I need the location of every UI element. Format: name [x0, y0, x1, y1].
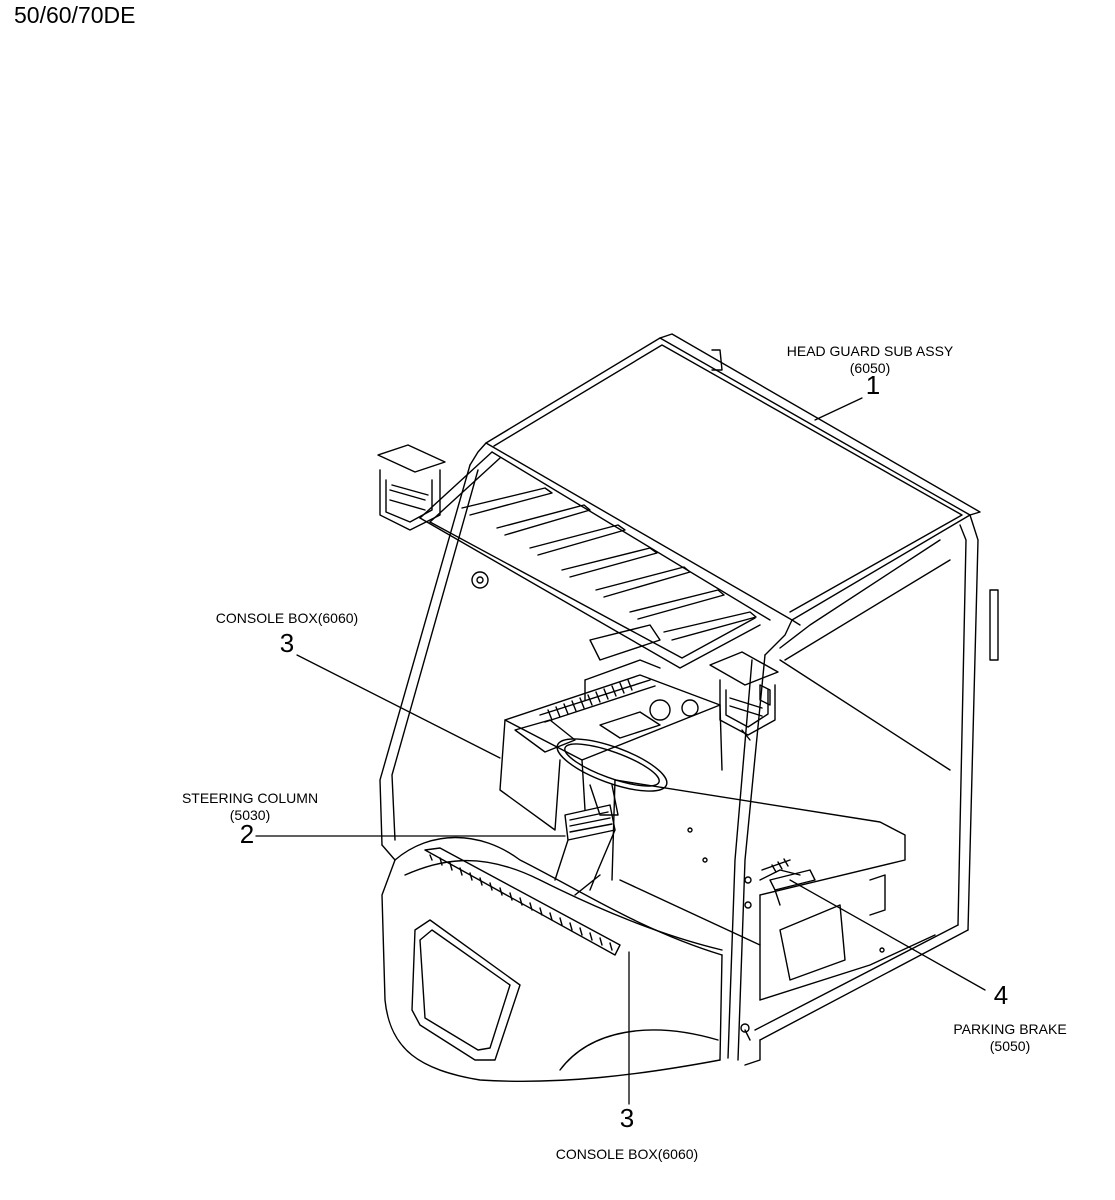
callout-parking-brake-name: PARKING BRAKE: [953, 1021, 1067, 1037]
callout-console-box-upper: CONSOLE BOX(6060) 3: [187, 610, 387, 657]
rear-frame: [712, 350, 998, 1040]
leader-console-box-upper: [297, 655, 500, 758]
callout-console-box-upper-number: 3: [279, 628, 295, 658]
left-light-bracket: [378, 445, 488, 588]
leader-parking-brake: [790, 880, 985, 990]
model-title: 50/60/70DE: [14, 2, 136, 28]
front-console-body: [382, 838, 722, 1082]
leader-head-guard: [815, 398, 862, 420]
floor-frame: [741, 877, 760, 1065]
callout-console-box-lower: 3 CONSOLE BOX(6060): [527, 1104, 727, 1163]
callout-console-box-lower-name: CONSOLE BOX(6060): [555, 1146, 699, 1162]
steering-assembly: [551, 728, 672, 895]
leader-lines: [256, 398, 985, 1104]
callout-parking-brake: 4 PARKING BRAKE (5050): [910, 981, 1110, 1055]
roof-grille: [420, 452, 770, 668]
callout-head-guard: HEAD GUARD SUB ASSY (6050) 1: [760, 343, 980, 399]
callout-head-guard-number: 1: [865, 370, 881, 400]
dashboard: [500, 625, 722, 830]
callout-steering-column-name: STEERING COLUMN: [181, 790, 319, 806]
callout-parking-brake-code: (5050): [989, 1038, 1031, 1054]
callout-head-guard-code: (6050): [849, 360, 891, 376]
callout-steering-column: STEERING COLUMN (5030) 2: [150, 790, 350, 848]
callout-console-box-lower-number: 3: [619, 1103, 635, 1133]
parking-brake-lever: [762, 859, 815, 905]
front-pillars: [380, 465, 765, 1060]
callout-steering-column-number: 2: [239, 819, 255, 849]
cowl-vent-grille: [425, 848, 620, 955]
seat-base: [612, 780, 935, 1000]
callout-steering-column-code: (5030): [229, 807, 271, 823]
callout-console-box-upper-name: CONSOLE BOX(6060): [215, 610, 359, 626]
callout-parking-brake-number: 4: [993, 980, 1009, 1010]
callout-head-guard-name: HEAD GUARD SUB ASSY: [786, 343, 954, 359]
